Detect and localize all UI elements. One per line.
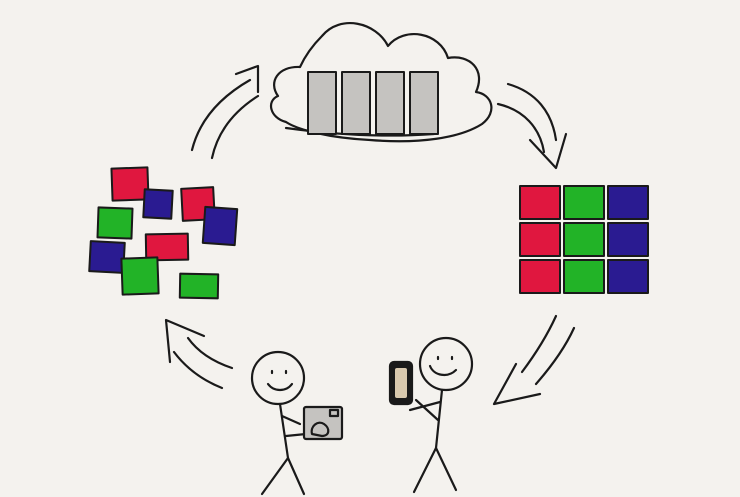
person-smile — [266, 382, 294, 392]
server-1 — [307, 71, 337, 135]
grid-tile-r1-c1 — [519, 185, 561, 220]
grid-tile-r3-c3 — [607, 259, 649, 294]
scattered-tile-8 — [120, 256, 160, 296]
person-eyes — [270, 369, 288, 375]
cloud-icon — [269, 22, 493, 143]
cloud-outline — [269, 22, 493, 143]
scattered-tiles-icon — [88, 166, 239, 300]
person-head — [418, 336, 474, 392]
person-eyes — [436, 355, 454, 361]
camera-icon — [302, 405, 344, 441]
person-head — [250, 350, 306, 406]
scattered-tile-5 — [201, 205, 239, 247]
grid-tile-r3-c1 — [519, 259, 561, 294]
person-legs — [260, 456, 306, 496]
grid-tile-r1-c3 — [607, 185, 649, 220]
person-with-phone-icon — [388, 336, 474, 494]
scattered-tile-6 — [144, 232, 190, 262]
scattered-tile-7 — [88, 240, 126, 274]
person-legs — [412, 446, 458, 494]
arrow-to-cloud-icon — [190, 64, 260, 160]
arrow-cloud-to-grid-icon — [496, 82, 568, 170]
scattered-tile-10 — [178, 272, 220, 300]
grid-tile-r1-c2 — [563, 185, 605, 220]
arrow-people-to-scattered-icon — [164, 318, 234, 390]
grid-tile-r2-c3 — [607, 222, 649, 257]
server-2 — [341, 71, 371, 135]
person-arms — [408, 398, 442, 422]
phone-icon — [388, 360, 414, 406]
scattered-tile-1 — [110, 166, 150, 202]
server-3 — [375, 71, 405, 135]
grid-tile-r2-c1 — [519, 222, 561, 257]
person-with-camera-icon — [250, 350, 344, 496]
sorted-tiles-icon — [519, 185, 649, 294]
grid-tile-r2-c2 — [563, 222, 605, 257]
scattered-tile-2 — [142, 188, 174, 220]
server-rack — [307, 71, 439, 135]
person-smile — [428, 364, 458, 376]
scattered-tile-4 — [96, 206, 134, 240]
server-4 — [409, 71, 439, 135]
person-body — [434, 388, 444, 450]
grid-tile-r3-c2 — [563, 259, 605, 294]
arrow-grid-to-people-icon — [492, 314, 576, 406]
person-body — [278, 402, 290, 460]
person-arms — [280, 414, 308, 438]
